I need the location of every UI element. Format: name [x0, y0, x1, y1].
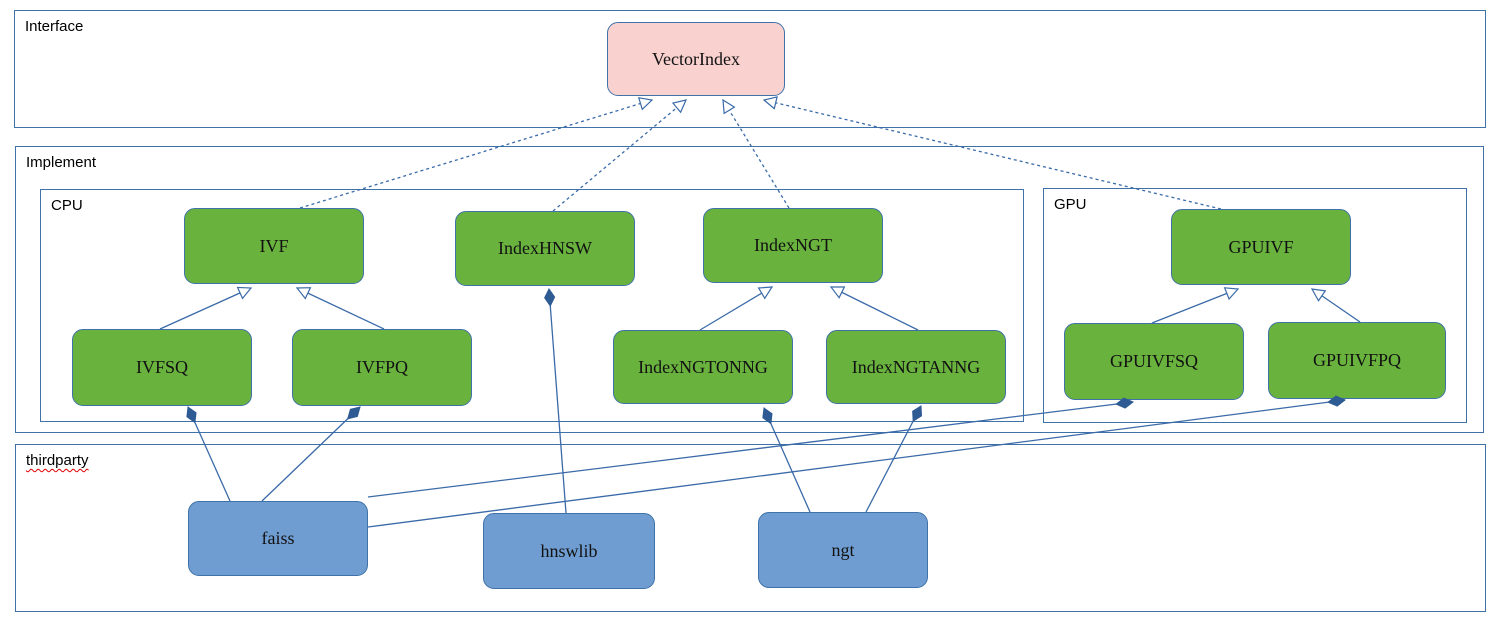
node-indexngtanng-label: IndexNGTANNG — [851, 356, 981, 377]
node-ngt[interactable]: ngt — [758, 512, 928, 588]
container-cpu-label: CPU — [51, 197, 83, 214]
node-indexngtonng-label: IndexNGTONNG — [638, 356, 768, 377]
container-gpu-label: GPU — [1054, 196, 1087, 213]
node-ivfsq-label: IVFSQ — [135, 357, 188, 377]
node-indexngt-label: IndexNGT — [754, 235, 832, 255]
node-ivf[interactable]: IVF — [184, 208, 364, 284]
container-interface-label: Interface — [25, 18, 84, 35]
node-hnswlib[interactable]: hnswlib — [483, 513, 655, 589]
node-indexhnsw[interactable]: IndexHNSW — [455, 211, 635, 286]
node-vectorindex-label: VectorIndex — [652, 48, 740, 69]
node-gpuivf-label: GPUIVF — [1228, 236, 1294, 257]
node-indexngtanng[interactable]: IndexNGTANNG — [826, 330, 1006, 404]
node-gpuivfsq-label: GPUIVFSQ — [1109, 351, 1199, 371]
node-indexngtonng[interactable]: IndexNGTONNG — [613, 330, 793, 404]
node-ivfpq-label: IVFPQ — [355, 357, 408, 377]
node-vectorindex[interactable]: VectorIndex — [607, 22, 785, 96]
node-faiss-label: faiss — [261, 528, 295, 548]
container-implement-label: Implement — [26, 154, 97, 171]
node-gpuivf[interactable]: GPUIVF — [1171, 209, 1351, 285]
node-ivfpq[interactable]: IVFPQ — [292, 329, 472, 406]
node-hnswlib-label: hnswlib — [540, 540, 598, 561]
node-ivfsq[interactable]: IVFSQ — [72, 329, 252, 406]
node-gpuivfpq[interactable]: GPUIVFPQ — [1268, 322, 1446, 399]
node-ivf-label: IVF — [259, 235, 289, 256]
node-indexhnsw-label: IndexHNSW — [498, 238, 592, 258]
container-thirdparty-label: thirdparty — [26, 452, 89, 469]
node-faiss[interactable]: faiss — [188, 501, 368, 576]
node-gpuivfpq-label: GPUIVFPQ — [1312, 350, 1402, 370]
node-indexngt[interactable]: IndexNGT — [703, 208, 883, 283]
node-ngt-label: ngt — [831, 539, 855, 560]
node-gpuivfsq[interactable]: GPUIVFSQ — [1064, 323, 1244, 400]
